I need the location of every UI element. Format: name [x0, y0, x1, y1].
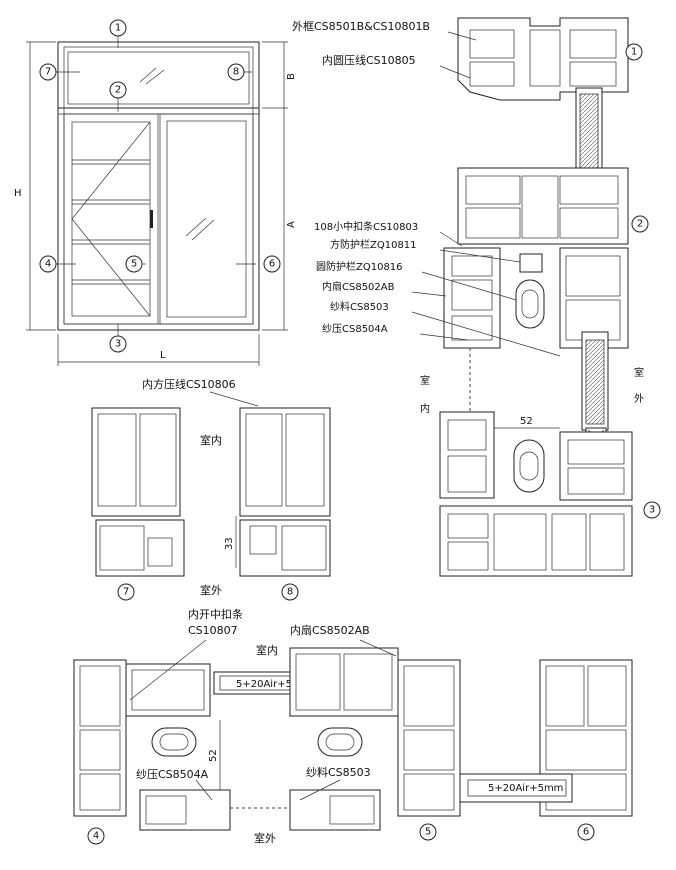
transom-panel	[67, 51, 250, 105]
label-mullion-clip-1: 内开中扣条	[188, 607, 243, 621]
frame-bottom-profile	[439, 505, 633, 577]
outer-frame	[57, 41, 260, 331]
right-fixed-pane	[159, 113, 254, 325]
handle	[150, 210, 153, 228]
window-elevation: H B A L 1 2 3 4 5 6 7 8	[14, 19, 297, 366]
label-outer-frame: 外框CS8501B&CS10801B	[292, 20, 430, 33]
label-round-guard: 圆防护栏ZQ10816	[316, 260, 403, 273]
transom-sections: 内方压线CS10806 33 室内 室外 7 8	[91, 377, 331, 601]
callout-3: 3	[115, 339, 121, 350]
callout-6: 6	[269, 259, 275, 270]
label-screen-press: 纱压CS8504A	[322, 323, 388, 335]
glass-unit-right	[467, 779, 567, 797]
square-guard	[519, 253, 543, 273]
frame-top-profile	[457, 17, 629, 101]
callout-5: 5	[131, 259, 137, 270]
h-inside: 室内	[256, 643, 278, 657]
h-callout-5: 5	[425, 827, 431, 838]
section-callout-2: 2	[637, 219, 643, 230]
inside-char-2: 内	[420, 402, 430, 415]
mid-glass-unit	[585, 339, 605, 425]
opening-direction-lines	[71, 121, 151, 317]
h-left-frame	[73, 659, 127, 817]
label-square-guard: 方防护栏ZQ10811	[330, 238, 417, 251]
left-sash	[63, 113, 159, 325]
transom-outside: 室外	[200, 583, 222, 597]
inner-sash-profile	[443, 247, 501, 349]
transom-inside: 室内	[200, 433, 222, 447]
section-8-profile	[239, 407, 331, 517]
callout-2: 2	[115, 85, 121, 96]
vertical-dim-52: 52	[520, 416, 533, 427]
label-h-screen-press: 纱压CS8504A	[136, 768, 209, 781]
label-inner-square-bead: 内方压线CS10806	[142, 377, 236, 391]
dim-l: L	[160, 350, 166, 361]
outside-char-1: 室	[634, 366, 644, 379]
label-inner-round-bead: 内圆压线CS10805	[322, 53, 416, 67]
top-glass-unit	[579, 93, 599, 169]
h-callout-4: 4	[93, 831, 99, 842]
outside-char-2: 外	[634, 393, 644, 405]
callout-8: 8	[233, 67, 239, 78]
h-outside: 室外	[254, 831, 276, 845]
dim-33: 33	[224, 537, 235, 550]
transom-callout-8: 8	[287, 587, 293, 598]
callout-1: 1	[115, 23, 121, 34]
callout-4: 4	[45, 259, 51, 270]
label-h-sash: 内扇CS8502AB	[290, 623, 370, 637]
label-inner-sash: 内扇CS8502AB	[322, 280, 395, 293]
dim-a: A	[286, 221, 297, 228]
label-screen: 纱料CS8503	[330, 300, 389, 313]
dim-h: H	[14, 188, 22, 199]
callout-7: 7	[45, 67, 51, 78]
label-h-screen: 纱料CS8503	[306, 765, 371, 779]
section-callout-3: 3	[649, 505, 655, 516]
label-mullion-clip-2: CS10807	[188, 624, 238, 637]
glass-spec-left: 5+20Air+5mm	[236, 679, 311, 690]
dim-b: B	[286, 73, 297, 80]
h-callout-6: 6	[583, 827, 589, 838]
transom-callout-7: 7	[123, 587, 129, 598]
inside-char-1: 室	[420, 374, 430, 387]
horizontal-section: 内开中扣条 CS10807 内扇CS8502AB 室内 室外 5+20Air+5…	[73, 607, 633, 845]
round-guard	[515, 279, 545, 329]
glass-spec-right: 5+20Air+5mm	[488, 783, 563, 794]
label-small-clip: 108小中扣条CS10803	[314, 220, 418, 233]
transom-profile	[457, 167, 629, 245]
h-dim-52: 52	[208, 749, 219, 762]
vertical-section: 52 外框CS8501B&CS10801B 内圆压线CS10805 108小中扣…	[292, 17, 661, 577]
section-callout-1: 1	[631, 47, 637, 58]
